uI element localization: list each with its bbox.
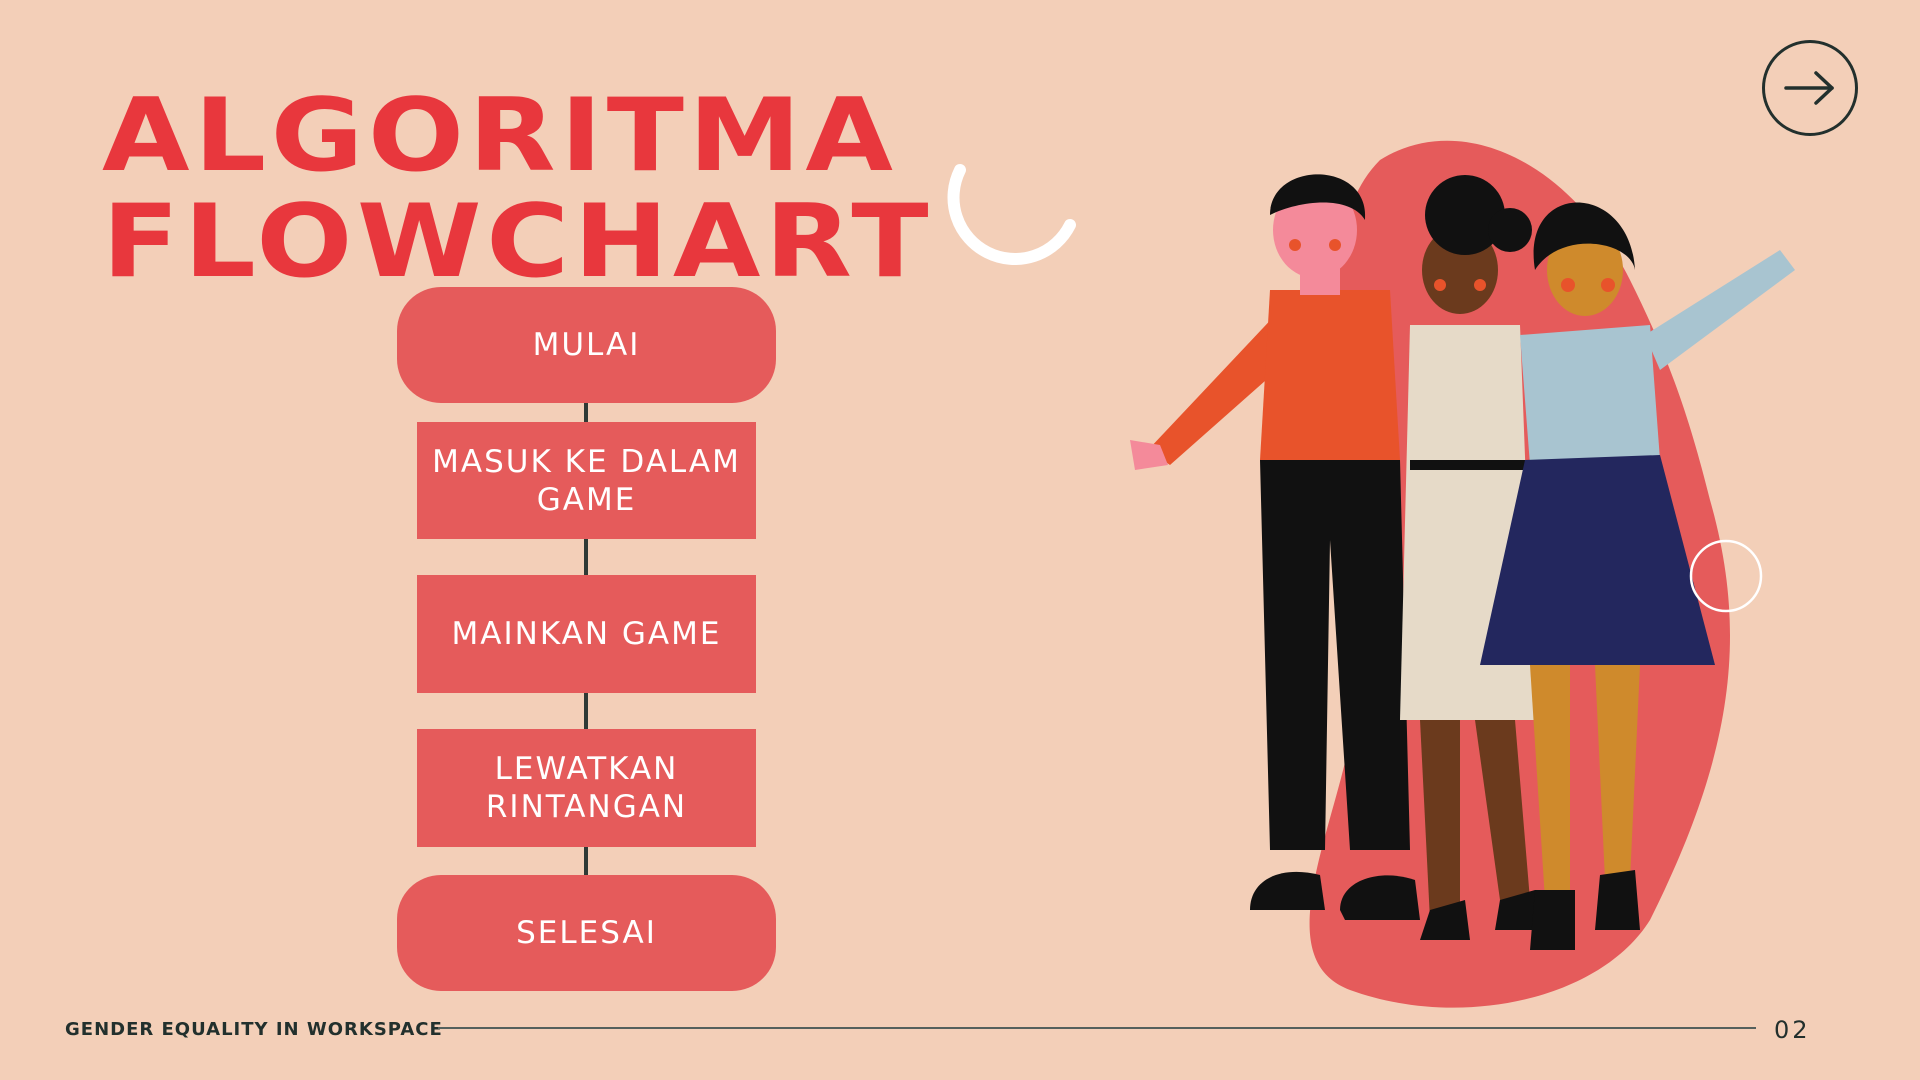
flowchart-step-node: MAINKAN GAME (417, 575, 756, 693)
footer-divider (438, 1027, 1756, 1029)
end-node-label: SELESAI (516, 915, 657, 951)
title-line-1: ALGORITMA (102, 76, 898, 194)
decorative-arc (947, 164, 1076, 265)
footer-label: GENDER EQUALITY IN WORKSPACE (65, 1019, 443, 1040)
slide-title: ALGORITMA FLOWCHART (102, 82, 933, 294)
arrow-right-icon (1784, 71, 1834, 105)
step-label-3: LEWATKAN RINTANGAN (485, 751, 688, 825)
person-left (1130, 174, 1420, 920)
next-slide-button[interactable] (1762, 40, 1858, 136)
flowchart-end-node: SELESAI (397, 875, 776, 991)
step-label-1: MASUK KE DALAM GAME (432, 443, 741, 518)
people-illustration (1130, 140, 1795, 1008)
flowchart-start-node: MULAI (397, 287, 776, 403)
step-label-2: MAINKAN GAME (451, 616, 722, 652)
flowchart-step-node: MASUK KE DALAM GAME (417, 422, 756, 539)
title-line-2: FLOWCHART (102, 182, 934, 300)
page-number: 02 (1774, 1016, 1811, 1044)
person-right (1480, 202, 1795, 950)
start-node-label: MULAI (532, 327, 641, 363)
decorative-ring (1689, 539, 1763, 613)
flowchart-step-node: LEWATKAN RINTANGAN (417, 729, 756, 847)
